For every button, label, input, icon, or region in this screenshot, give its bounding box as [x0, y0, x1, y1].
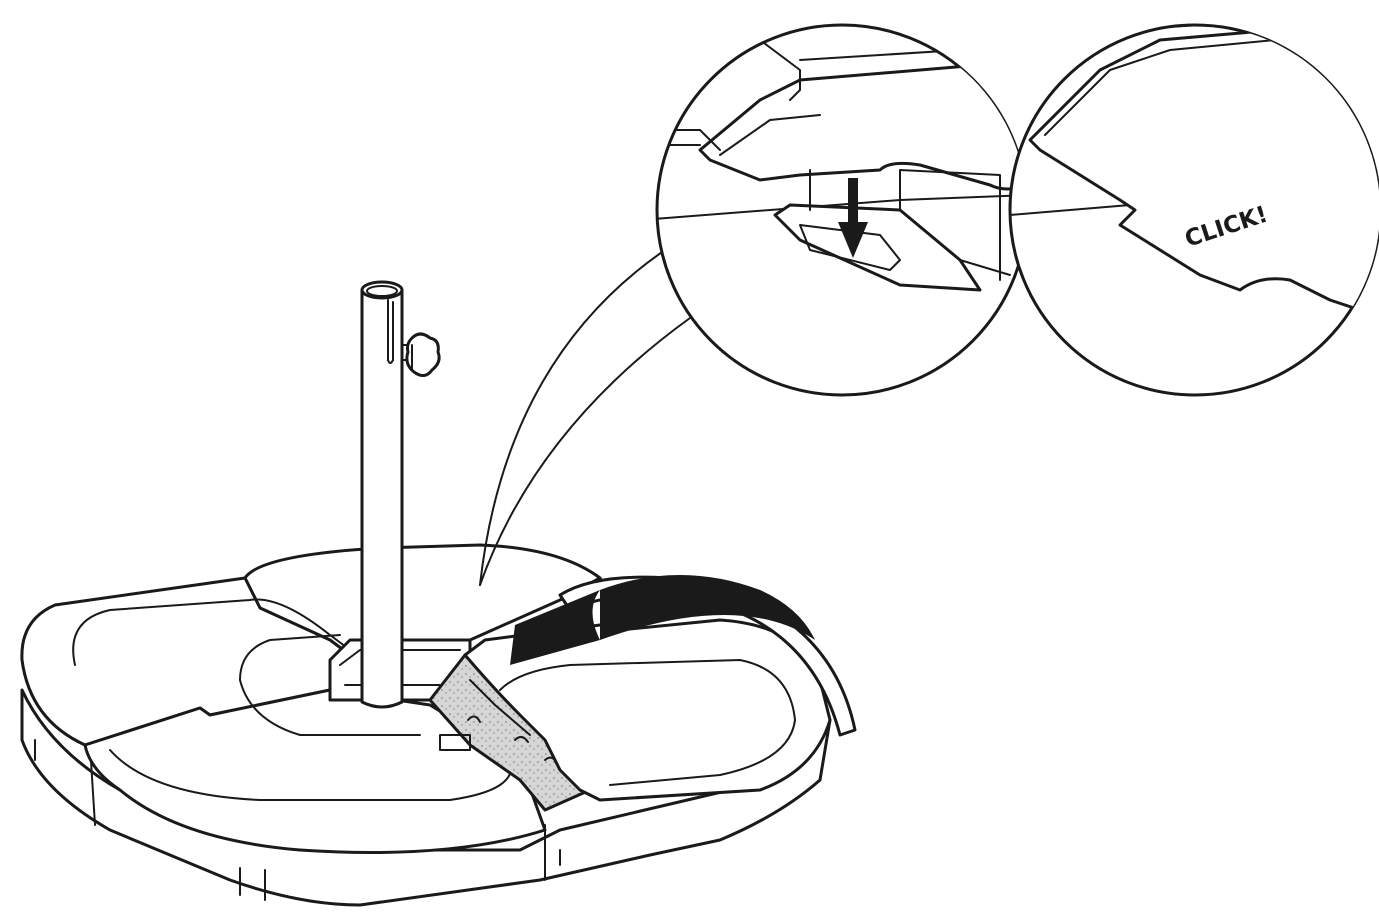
umbrella-base [20, 543, 832, 907]
press-down-arrow [838, 178, 868, 258]
detail-circle-press [655, 23, 1029, 397]
base-segment-right [463, 618, 832, 802]
detail-circle-click: CLICK! [1008, 23, 1379, 397]
clamp-knob [401, 332, 441, 377]
arrow-head [510, 590, 600, 665]
callout-leader [479, 249, 691, 586]
umbrella-pole [360, 280, 441, 709]
base-segment-front [83, 688, 547, 854]
rotation-arrow [510, 575, 857, 737]
